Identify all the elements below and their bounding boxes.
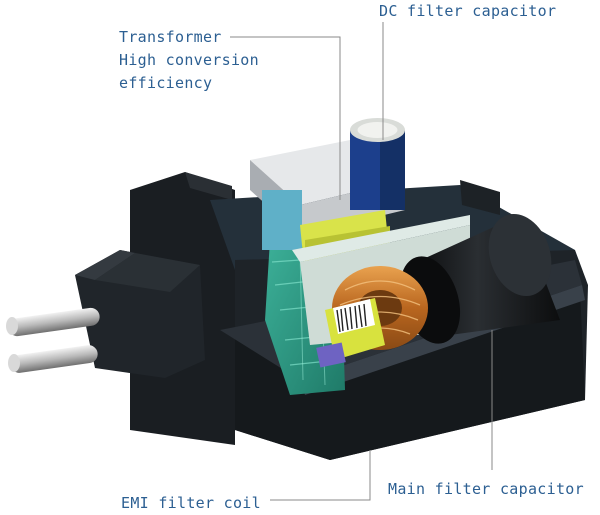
leader-lines bbox=[230, 22, 493, 501]
plug-body bbox=[75, 250, 205, 378]
transformer-label-line-1: Transformer bbox=[119, 28, 222, 46]
plug-pins bbox=[6, 307, 100, 373]
dc-filter-capacitor-label: DC filter capacitor bbox=[379, 2, 557, 20]
main-filter-capacitor bbox=[399, 213, 560, 344]
transformer-label-line-2: High conversion bbox=[119, 51, 259, 69]
emi-filter-coil-label: EMI filter coil bbox=[121, 494, 261, 512]
leader-emi-filter-coil bbox=[270, 450, 371, 501]
small-component bbox=[316, 342, 346, 368]
transformer-label: Transformer High conversion efficiency bbox=[119, 26, 259, 95]
leader-transformer bbox=[230, 36, 341, 200]
dc-filter-capacitor bbox=[350, 118, 405, 210]
main-filter-capacitor-label: Main filter capacitor bbox=[388, 480, 584, 498]
transformer-label-line-3: efficiency bbox=[119, 74, 213, 92]
